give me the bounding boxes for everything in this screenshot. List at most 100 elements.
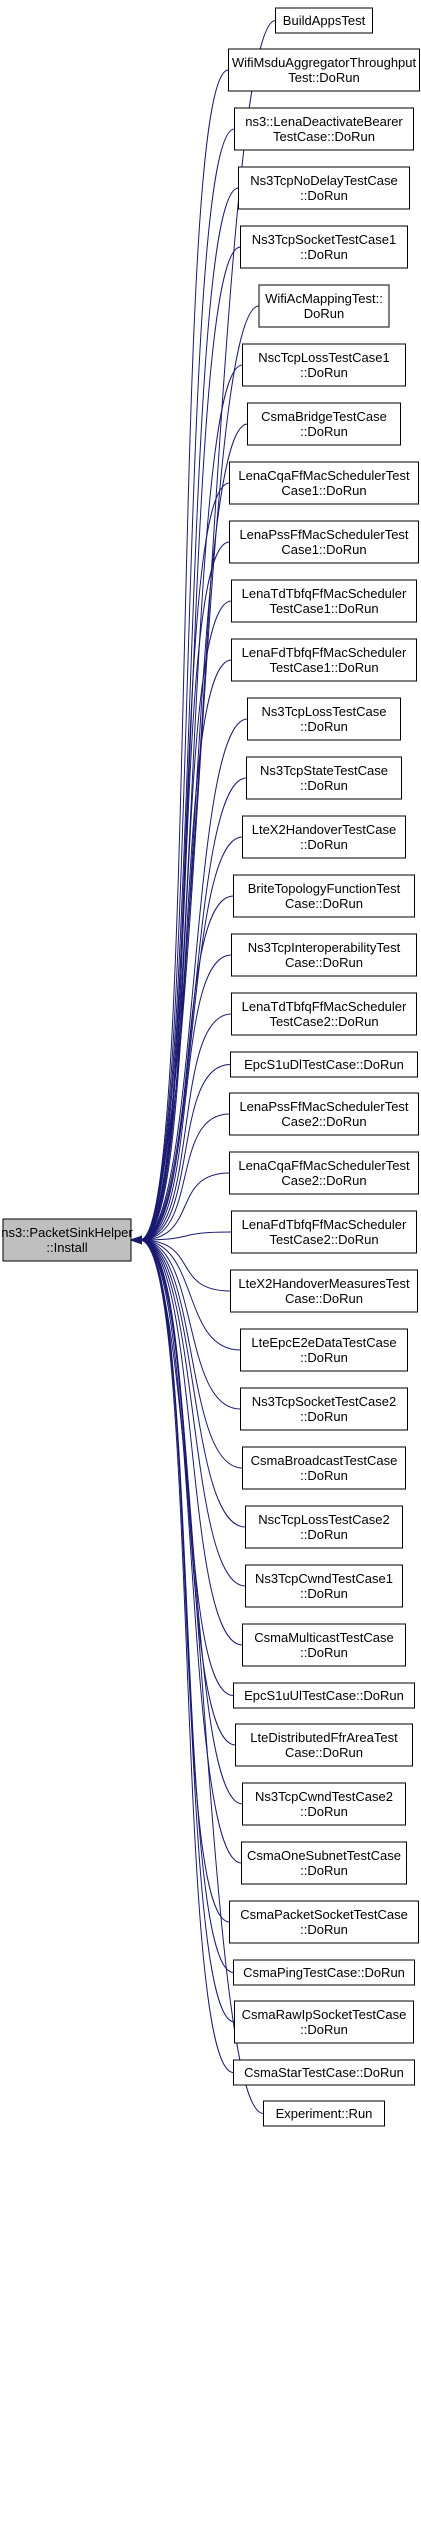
node-label-line: ::DoRun (300, 1527, 348, 1542)
caller-node[interactable]: BuildAppsTest (275, 7, 373, 34)
caller-node[interactable]: Ns3TcpLossTestCase::DoRun (247, 697, 401, 741)
caller-node[interactable]: Ns3TcpSocketTestCase1::DoRun (240, 225, 408, 269)
caller-node[interactable]: CsmaRawIpSocketTestCase::DoRun (234, 2000, 414, 2044)
node-label-line: LenaFdTbfqFfMacScheduler (242, 645, 407, 660)
node-label-line: Case::DoRun (285, 1291, 363, 1306)
call-edge (129, 1235, 241, 1351)
node-label-line: ::DoRun (300, 424, 348, 439)
node-label-line: DoRun (304, 306, 344, 321)
caller-node[interactable]: WifiAcMappingTest::DoRun (258, 284, 390, 328)
caller-node[interactable]: CsmaPacketSocketTestCase::DoRun (229, 1900, 419, 1944)
node-box (235, 1723, 413, 1767)
edge-line (139, 1239, 234, 2073)
node-label-line: EpcS1uDlTestCase::DoRun (244, 1057, 404, 1072)
node-box (242, 1782, 406, 1826)
node-label-line: ::DoRun (300, 778, 348, 793)
node-label-line: WifiMsduAggregatorThroughput (232, 55, 417, 70)
node-box (242, 815, 406, 859)
caller-node[interactable]: EpcS1uDlTestCase::DoRun (230, 1051, 418, 1078)
edge-line (139, 836, 243, 1241)
caller-node[interactable]: CsmaMulticastTestCase::DoRun (242, 1623, 406, 1667)
node-box (229, 1092, 419, 1136)
node-label-line: CsmaMulticastTestCase (254, 1630, 393, 1645)
caller-node[interactable]: CsmaOneSubnetTestCase::DoRun (241, 1841, 407, 1885)
node-label-line: Case1::DoRun (281, 483, 366, 498)
node-label-line: LenaTdTbfqFfMacScheduler (242, 999, 407, 1014)
node-box (231, 579, 417, 623)
node-label-line: Ns3TcpNoDelayTestCase (250, 173, 397, 188)
call-edge (129, 1064, 231, 1245)
node-label-line: NscTcpLossTestCase2 (258, 1512, 390, 1527)
edge-line (139, 1239, 246, 1587)
node-label-line: EpcS1uUlTestCase::DoRun (244, 1688, 404, 1703)
caller-node[interactable]: Ns3TcpStateTestCase::DoRun (246, 756, 402, 800)
caller-node[interactable]: Experiment::Run (263, 2100, 385, 2127)
node-label-line: BuildAppsTest (283, 13, 366, 28)
node-box (247, 402, 401, 446)
root-node[interactable]: ns3::PacketSinkHelper::Install (1, 1218, 133, 1262)
node-box (240, 1387, 408, 1431)
node-box (229, 461, 419, 505)
node-box (229, 520, 419, 564)
caller-node[interactable]: Ns3TcpNoDelayTestCase::DoRun (238, 166, 410, 210)
caller-node[interactable]: NscTcpLossTestCase2::DoRun (245, 1505, 403, 1549)
edge-line (139, 1239, 243, 1469)
edge-line (139, 659, 232, 1241)
node-box (240, 225, 408, 269)
caller-node[interactable]: CsmaStarTestCase::DoRun (233, 2059, 415, 2086)
caller-node[interactable]: CsmaBroadcastTestCase::DoRun (242, 1446, 406, 1490)
node-label-line: Ns3TcpCwndTestCase2 (255, 1789, 393, 1804)
node-label-line: ::DoRun (300, 1586, 348, 1601)
node-box (242, 1623, 406, 1667)
edge-line (139, 1064, 231, 1241)
node-box (2, 1218, 132, 1262)
node-label-line: LenaCqaFfMacSchedulerTest (238, 1158, 410, 1173)
node-label-line: ::DoRun (300, 1468, 348, 1483)
caller-node[interactable]: Ns3TcpCwndTestCase2::DoRun (242, 1782, 406, 1826)
call-edge (129, 1235, 234, 1696)
node-label-line: WifiAcMappingTest:: (265, 291, 383, 306)
node-label-line: Ns3TcpLossTestCase (262, 704, 387, 719)
node-box (242, 343, 406, 387)
call-edge (129, 1235, 234, 2073)
node-label-line: ::DoRun (300, 2022, 348, 2037)
node-box (233, 1959, 415, 1986)
caller-node[interactable]: LteEpcE2eDataTestCase::DoRun (240, 1328, 408, 1372)
node-box (233, 874, 415, 918)
node-label-line: TestCase1::DoRun (269, 601, 378, 616)
caller-node[interactable]: LteX2HandoverTestCase::DoRun (242, 815, 406, 859)
node-box (233, 2059, 415, 2086)
node-label-line: Case::DoRun (285, 896, 363, 911)
node-box (245, 1564, 403, 1608)
call-edge (129, 600, 232, 1245)
edge-line (139, 1239, 243, 1646)
node-label-line: ::DoRun (300, 837, 348, 852)
caller-node[interactable]: NscTcpLossTestCase1::DoRun (242, 343, 406, 387)
caller-node[interactable]: CsmaBridgeTestCase::DoRun (247, 402, 401, 446)
arrowhead (129, 1235, 142, 1245)
node-label-line: CsmaOneSubnetTestCase (247, 1848, 401, 1863)
node-label-line: Case::DoRun (285, 955, 363, 970)
node-label-line: Test::DoRun (288, 70, 360, 85)
caller-node[interactable]: Ns3TcpCwndTestCase1::DoRun (245, 1564, 403, 1608)
node-label-line: ::DoRun (300, 1409, 348, 1424)
caller-node[interactable]: Ns3TcpSocketTestCase2::DoRun (240, 1387, 408, 1431)
caller-node[interactable]: EpcS1uUlTestCase::DoRun (233, 1682, 415, 1709)
call-edge (129, 1235, 231, 1292)
caller-node[interactable]: CsmaPingTestCase::DoRun (233, 1959, 415, 1986)
edge-line (139, 1239, 241, 1410)
